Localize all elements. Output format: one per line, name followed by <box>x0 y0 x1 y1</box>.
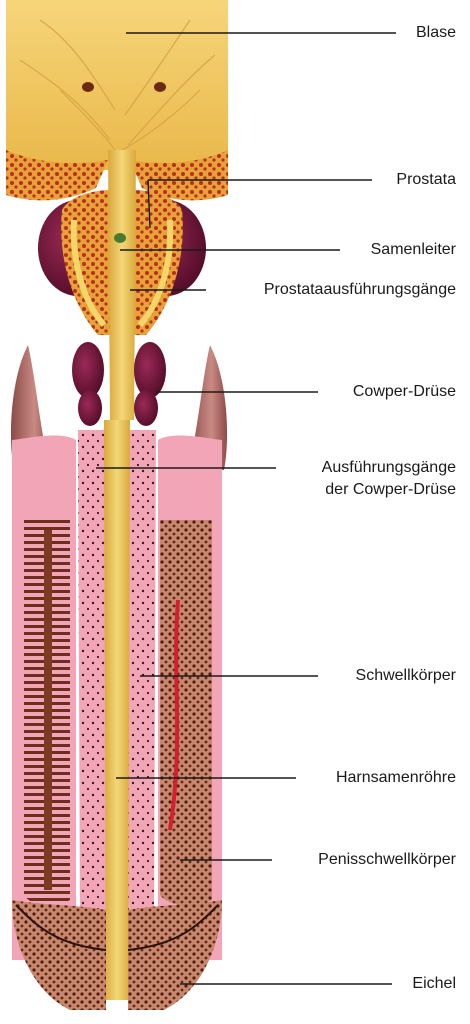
label-penisschwellkoerper: Penisschwellkörper <box>318 849 456 871</box>
label-text: Harnsamenröhre <box>335 769 456 786</box>
label-text: Eichel <box>412 975 456 992</box>
label-samenleiter: Samenleiter <box>371 239 456 261</box>
bladder <box>6 0 228 201</box>
label-ausfuehrungsgaenge-cowper: Ausführungsgänge der Cowper-Drüse <box>322 457 456 501</box>
cowper-gland <box>72 342 166 426</box>
urethra-upper <box>108 150 136 420</box>
label-schwellkoerper: Schwellkörper <box>356 665 456 687</box>
label-text: Penisschwellkörper <box>318 851 456 868</box>
corpus-cavernosum-right <box>158 435 222 960</box>
label-text: Prostata <box>396 171 456 188</box>
label-text-line2: der Cowper-Drüse <box>325 481 456 498</box>
leader-lines <box>96 32 396 985</box>
glans <box>12 900 222 1010</box>
label-text: Blase <box>415 24 456 41</box>
label-eichel: Eichel <box>412 973 456 995</box>
label-text: Samenleiter <box>370 241 456 258</box>
urethra <box>104 420 130 1000</box>
label-prostataausfuehrungsgaenge: Prostataausführungsgänge <box>264 279 456 301</box>
corpus-cavernosum-left <box>12 435 76 960</box>
label-text-line1: Ausführungsgänge <box>321 459 456 476</box>
label-text: Cowper-Drüse <box>352 383 456 400</box>
label-harnsamenroehre: Harnsamenröhre <box>336 767 456 789</box>
label-text: Schwellkörper <box>355 667 456 684</box>
label-cowper-druese: Cowper-Drüse <box>353 381 456 403</box>
label-text: Prostataausführungsgänge <box>263 281 456 298</box>
prostate-gland <box>38 190 206 335</box>
label-prostata: Prostata <box>396 169 456 191</box>
seminal-duct-opening <box>114 233 126 243</box>
label-blase: Blase <box>416 22 456 44</box>
